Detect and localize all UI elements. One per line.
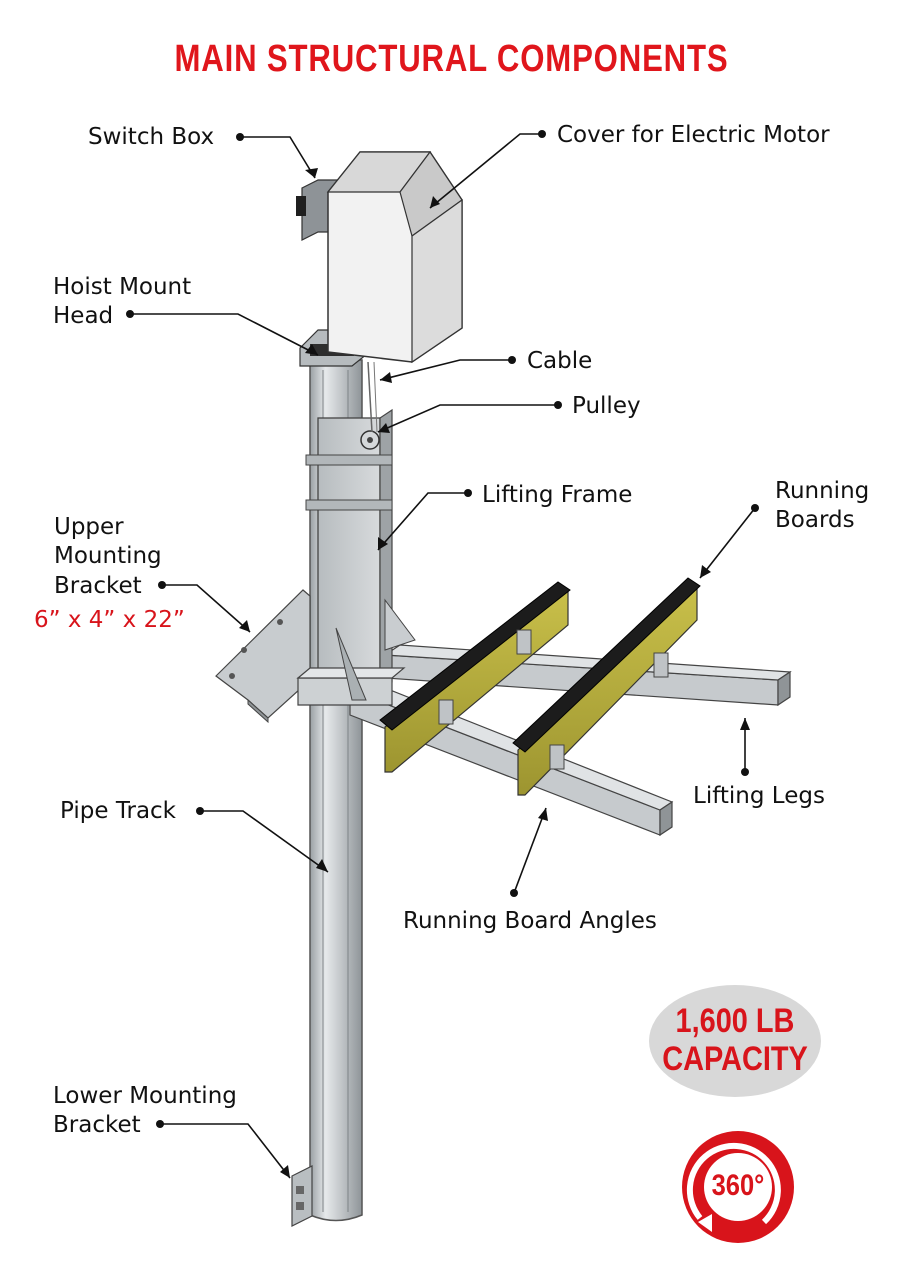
electric-motor-cover	[326, 150, 463, 364]
label-cable: Cable	[527, 348, 593, 374]
label-running-boards-line2: Boards	[775, 507, 855, 533]
label-upper-bracket-line2: Mounting	[54, 543, 162, 569]
label-upper-bracket-line1: Upper	[54, 514, 124, 540]
rotation-label: 360°	[711, 1169, 765, 1202]
upper-mounting-bracket	[215, 589, 311, 724]
label-upper-bracket-dims: 6” x 4” x 22”	[34, 607, 185, 633]
capacity-badge: 1,600 LB CAPACITY	[649, 985, 821, 1097]
label-running-board-angles: Running Board Angles	[403, 908, 657, 934]
label-hoist-mount-line1: Hoist Mount	[53, 274, 192, 300]
lower-mounting-bracket	[291, 1165, 313, 1227]
pulley	[360, 430, 380, 450]
leader-dots	[126, 130, 759, 1128]
running-boards	[379, 577, 701, 796]
page-title: MAIN STRUCTURAL COMPONENTS	[174, 38, 729, 80]
label-switch-box: Switch Box	[88, 124, 215, 150]
label-lower-bracket-line2: Bracket	[53, 1112, 141, 1138]
label-lifting-legs: Lifting Legs	[693, 783, 825, 809]
label-hoist-mount-line2: Head	[53, 303, 114, 329]
rotation-360-badge	[682, 1131, 794, 1243]
label-lower-bracket-line1: Lower Mounting	[53, 1083, 237, 1109]
cable	[367, 361, 373, 433]
label-motor-cover: Cover for Electric Motor	[557, 122, 830, 148]
capacity-line1: 1,600 LB	[675, 1002, 795, 1040]
lifting-frame	[296, 408, 416, 706]
label-upper-bracket-line3: Bracket	[54, 573, 142, 599]
leader-lines	[130, 133, 756, 1179]
label-lifting-frame: Lifting Frame	[482, 482, 633, 508]
leader-arrowheads	[239, 168, 750, 1178]
label-running-boards-line1: Running	[775, 478, 870, 504]
label-pipe-track: Pipe Track	[60, 798, 176, 824]
label-pulley: Pulley	[572, 393, 641, 419]
capacity-line2: CAPACITY	[662, 1040, 808, 1078]
